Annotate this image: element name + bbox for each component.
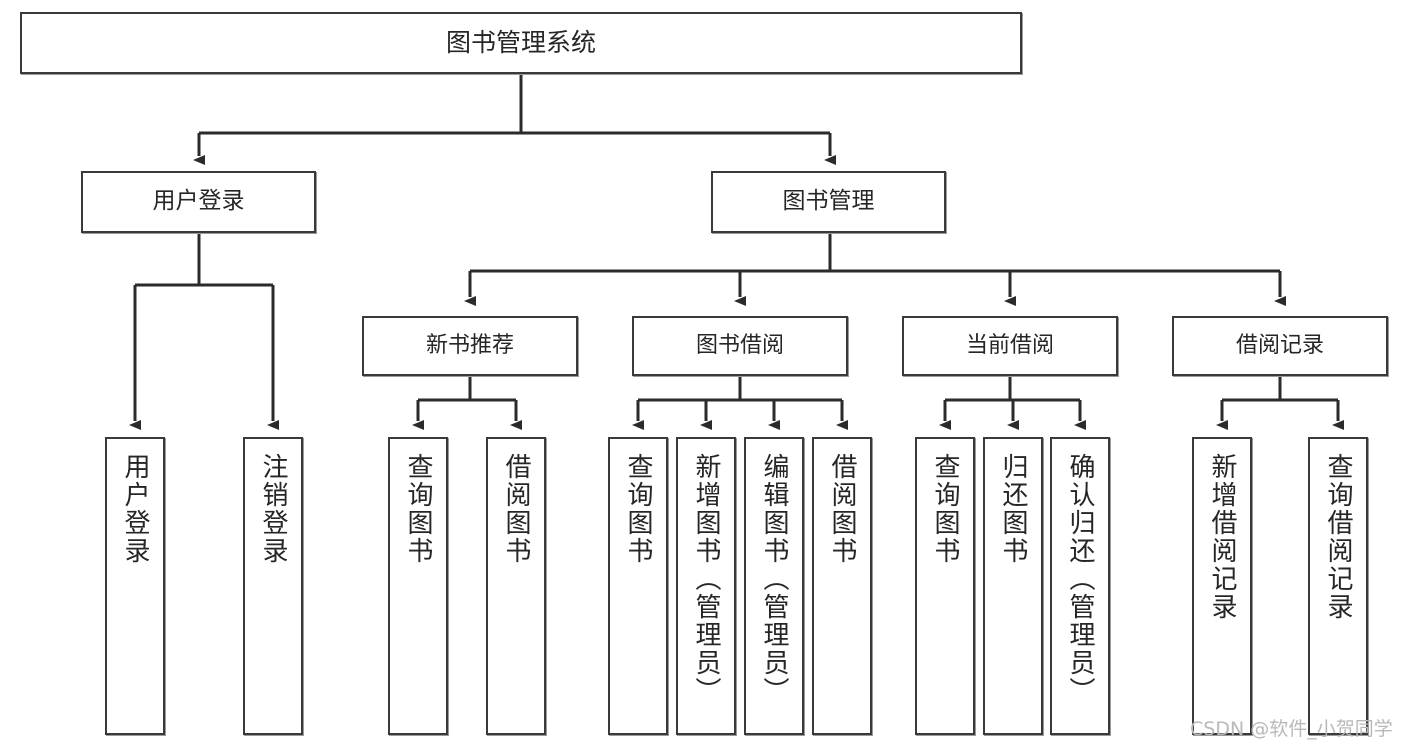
node-leaf-add-borrow-record[interactable]: 新增借阅记录 (1192, 437, 1252, 735)
node-leaf-query-book-recommend[interactable]: 查询图书 (388, 437, 448, 735)
node-label: 借阅图书 (827, 453, 857, 565)
node-leaf-user-login[interactable]: 用户登录 (105, 437, 165, 735)
node-leaf-logout[interactable]: 注销登录 (243, 437, 303, 735)
node-label: 注销登录 (258, 453, 288, 565)
node-borrow-record[interactable]: 借阅记录 (1172, 316, 1388, 376)
node-leaf-edit-book-admin[interactable]: 编辑图书（管理员） (744, 437, 804, 735)
node-label: 借阅记录 (1235, 333, 1324, 359)
node-leaf-query-book-borrow[interactable]: 查询图书 (608, 437, 668, 735)
node-label: 图书管理系统 (445, 28, 596, 58)
node-label: 新增图书（管理员） (691, 453, 721, 705)
node-current-borrow[interactable]: 当前借阅 (902, 316, 1118, 376)
node-label: 归还图书 (998, 453, 1028, 565)
csdn-watermark: CSDN @软件_小贺同学 (1190, 718, 1393, 740)
node-label: 编辑图书（管理员） (759, 453, 789, 705)
node-label: 查询图书 (930, 453, 960, 565)
node-label: 新书推荐 (425, 333, 514, 359)
node-leaf-confirm-return-admin[interactable]: 确认归还（管理员） (1050, 437, 1110, 735)
node-label: 查询图书 (623, 453, 653, 565)
node-leaf-borrow-book[interactable]: 借阅图书 (812, 437, 872, 735)
node-user-login[interactable]: 用户登录 (81, 171, 316, 233)
node-label: 借阅图书 (501, 453, 531, 565)
node-label: 确认归还（管理员） (1065, 453, 1095, 705)
node-leaf-return-book[interactable]: 归还图书 (983, 437, 1043, 735)
node-label: 用户登录 (152, 188, 245, 215)
node-leaf-query-borrow-record[interactable]: 查询借阅记录 (1308, 437, 1368, 735)
node-label: 查询借阅记录 (1323, 453, 1353, 621)
node-label: 查询图书 (403, 453, 433, 565)
node-leaf-query-book-current[interactable]: 查询图书 (915, 437, 975, 735)
node-root-system[interactable]: 图书管理系统 (20, 12, 1022, 74)
node-label: 当前借阅 (965, 333, 1054, 359)
node-book-borrow[interactable]: 图书借阅 (632, 316, 848, 376)
node-label: 用户登录 (120, 453, 150, 565)
node-leaf-add-book-admin[interactable]: 新增图书（管理员） (676, 437, 736, 735)
node-book-management[interactable]: 图书管理 (711, 171, 946, 233)
node-label: 图书管理 (782, 188, 875, 215)
node-new-book-recommend[interactable]: 新书推荐 (362, 316, 578, 376)
node-label: 图书借阅 (695, 333, 784, 359)
node-leaf-borrow-book-recommend[interactable]: 借阅图书 (486, 437, 546, 735)
node-label: 新增借阅记录 (1207, 453, 1237, 621)
